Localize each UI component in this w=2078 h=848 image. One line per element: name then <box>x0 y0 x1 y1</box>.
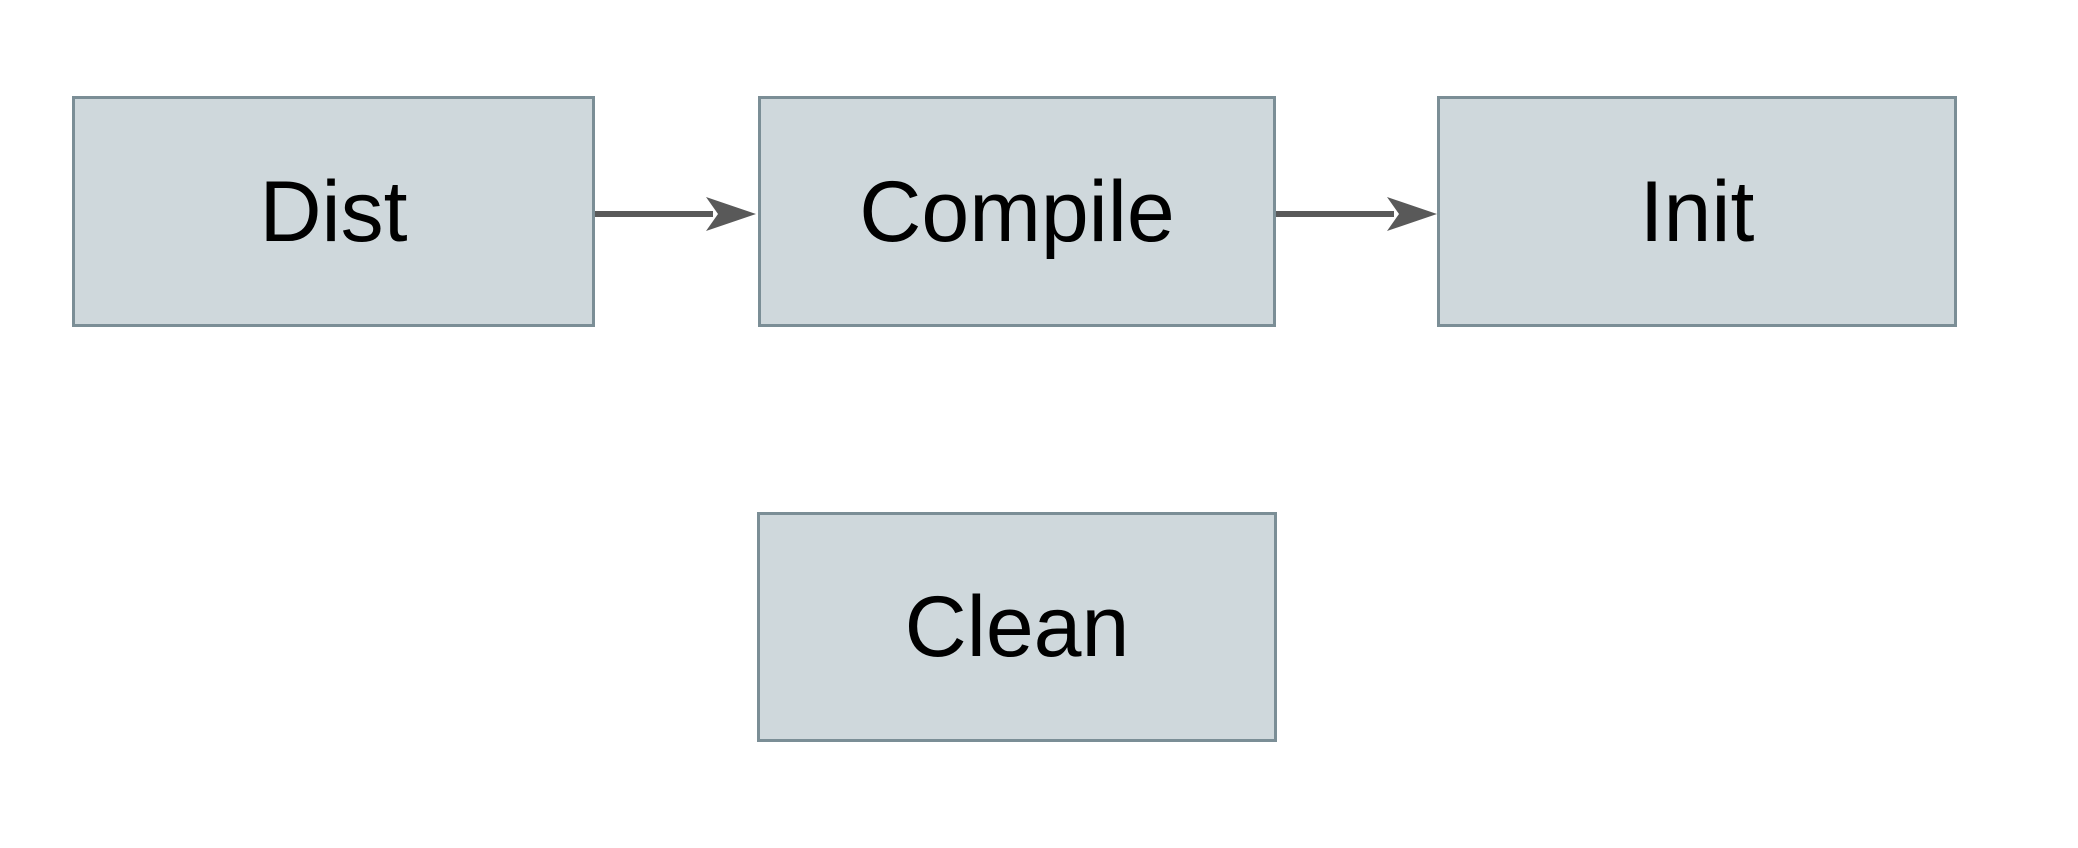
node-compile[interactable]: Compile <box>758 96 1276 327</box>
node-dist[interactable]: Dist <box>72 96 595 327</box>
node-compile-label: Compile <box>859 163 1175 260</box>
node-init-label: Init <box>1639 163 1755 260</box>
node-dist-label: Dist <box>259 163 408 260</box>
arrow-compile-to-init[interactable] <box>1276 194 1437 234</box>
node-clean-label: Clean <box>904 579 1130 675</box>
arrow-dist-to-compile[interactable] <box>595 194 756 234</box>
node-init[interactable]: Init <box>1437 96 1957 327</box>
node-clean[interactable]: Clean <box>757 512 1277 742</box>
